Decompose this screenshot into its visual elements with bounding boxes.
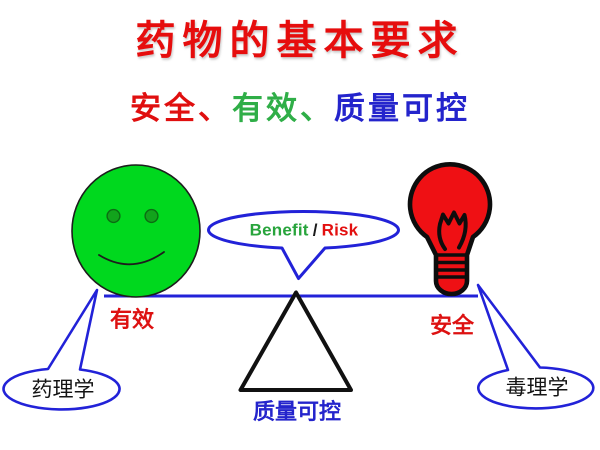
slash-separator: / bbox=[312, 220, 318, 240]
toxicology-label: 毒理学 bbox=[505, 375, 569, 400]
subtitle-effective-text: 有效、 bbox=[232, 91, 334, 126]
risk-text: Risk bbox=[321, 220, 359, 240]
bulb-base-stripes bbox=[434, 253, 469, 279]
bulb-body bbox=[407, 162, 493, 297]
subtitle-safe-text: 安全、 bbox=[130, 91, 232, 126]
smiley-right-eye bbox=[144, 208, 159, 224]
benefit-risk-label: Benefit/Risk bbox=[250, 222, 359, 239]
effective-label: 有效 bbox=[109, 307, 155, 332]
light-bulb-icon bbox=[407, 162, 493, 297]
pharmacology-label: 药理学 bbox=[31, 377, 95, 402]
fulcrum-triangle bbox=[238, 290, 353, 392]
smiley-left-eye bbox=[106, 208, 121, 224]
smiley-face-circle bbox=[71, 164, 201, 298]
quality-controllable-label: 质量可控 bbox=[252, 399, 342, 424]
subtitle-quality-text: 质量可控 bbox=[334, 91, 470, 126]
toxicology-callout-bubble bbox=[476, 283, 595, 410]
smiley-smile-mouth bbox=[98, 251, 165, 266]
safe-label: 安全 bbox=[429, 313, 475, 338]
slide-title: 药物的基本要求 bbox=[135, 19, 465, 63]
pharmacology-callout-bubble bbox=[2, 288, 121, 411]
slide-subtitle: 安全、有效、质量可控 bbox=[0, 93, 600, 124]
benefit-text: Benefit bbox=[249, 220, 309, 240]
smiley-face-icon bbox=[71, 164, 201, 298]
benefit-risk-bubble bbox=[207, 209, 400, 280]
bulb-filament bbox=[437, 210, 468, 251]
